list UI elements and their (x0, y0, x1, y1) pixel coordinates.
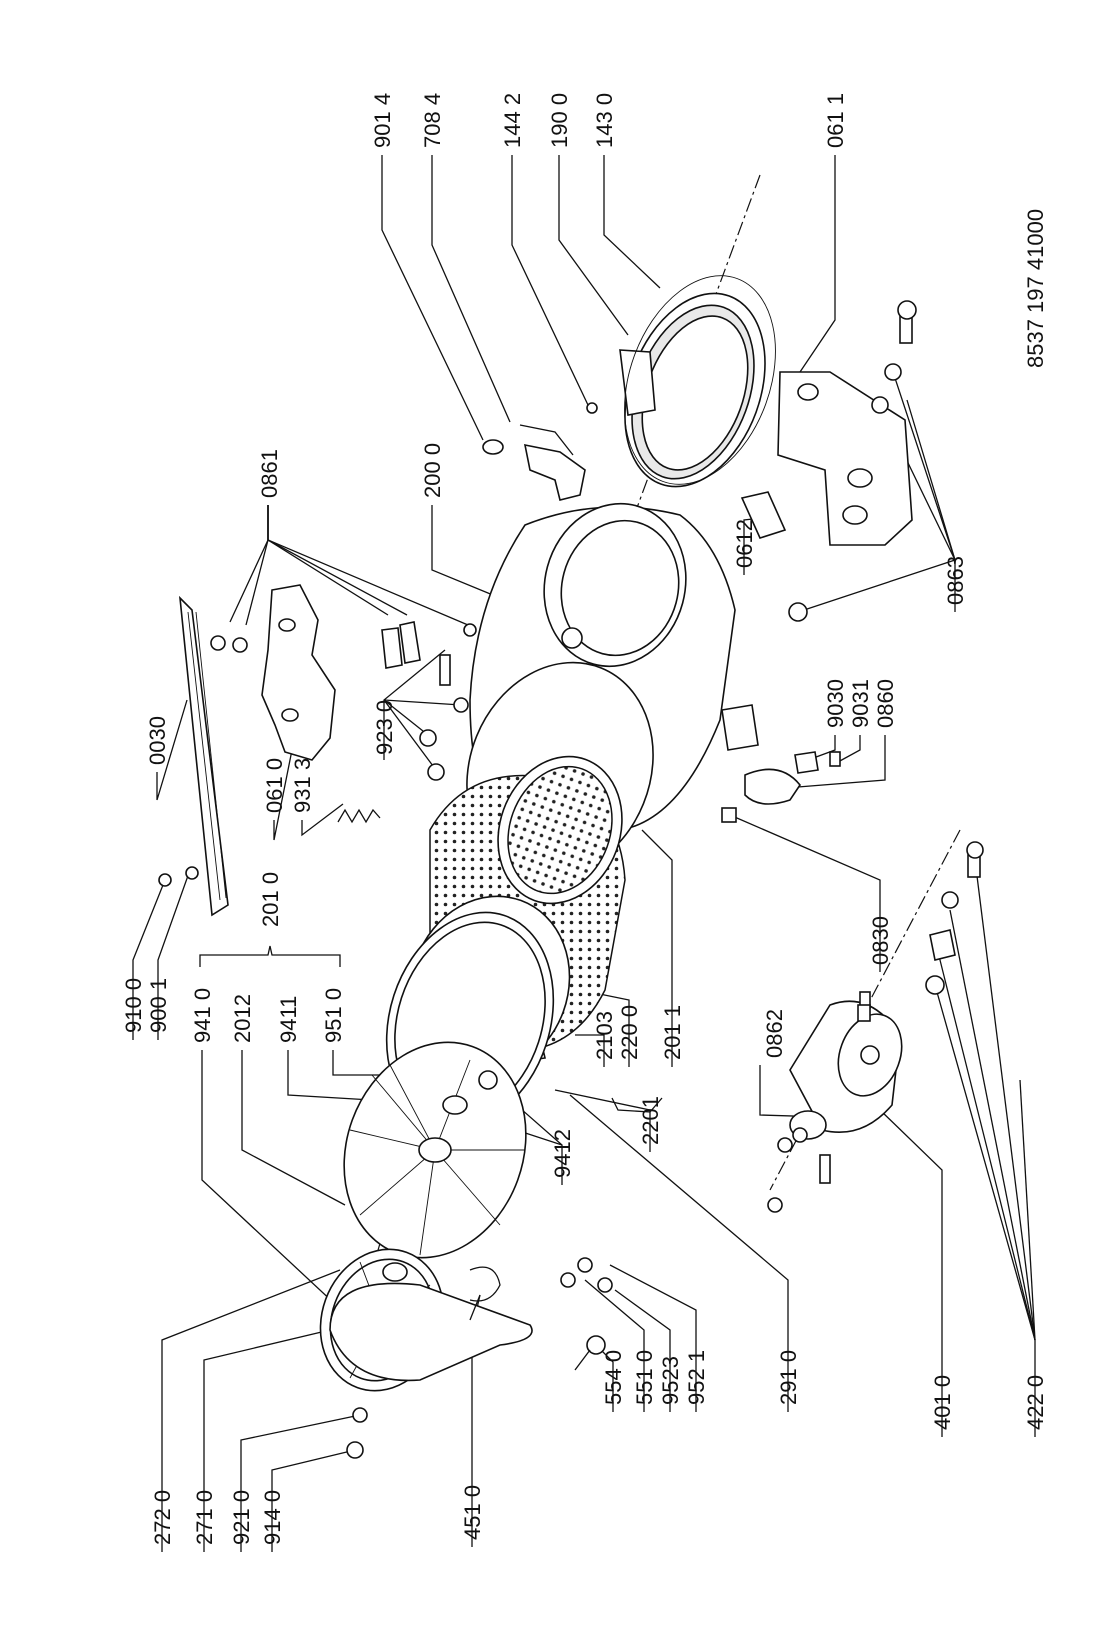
label-0862: 0862 (762, 1009, 787, 1058)
label-9411: 9411 (276, 996, 301, 1043)
label-1900: 190 0 (547, 93, 572, 148)
hose-parts (482, 402, 598, 501)
ring-1430 (624, 275, 776, 485)
label-2000: 200 0 (420, 443, 445, 498)
brackets-0861 (381, 621, 477, 669)
label-0861: 0861 (257, 449, 282, 498)
label-7084: 708 4 (420, 93, 445, 148)
belt-2710 (329, 1282, 533, 1382)
small-items-9030-0860 (721, 751, 841, 823)
clamp-4510 (469, 1266, 501, 1321)
label-9510: 951 0 (321, 988, 346, 1043)
washer-nut-9210-9140 (346, 1407, 368, 1459)
drawing-number: 8537 197 41000 (1023, 209, 1048, 368)
counterweight-0611 (777, 371, 913, 546)
label-0860: 0860 (873, 679, 898, 728)
screws-4220 (857, 841, 984, 1022)
spring-9313 (337, 808, 381, 824)
label-9031: 9031 (848, 679, 873, 728)
bolts-0863 (788, 300, 917, 622)
label-2010: 201 0 (258, 872, 283, 927)
label-9014: 901 4 (370, 93, 395, 148)
top-rail-0030 (158, 595, 229, 917)
label-9410: 941 0 (190, 988, 215, 1043)
door-seal-1900 (619, 292, 766, 488)
bushings (560, 1257, 613, 1371)
label-1442: 144 2 (500, 93, 525, 148)
brace-2201 (611, 1097, 663, 1113)
bracket-0612 (740, 491, 787, 539)
label-0611: 061 1 (823, 93, 848, 148)
label-1430: 143 0 (592, 93, 617, 148)
screws-9230 (419, 654, 469, 781)
label-9313: 931 3 (290, 758, 315, 813)
brace-2010 (199, 945, 341, 967)
label-9030: 9030 (823, 679, 848, 728)
counterweight-0610 (210, 584, 336, 761)
motor-mount-0862 (767, 1127, 808, 1213)
label-0030: 0030 (145, 716, 170, 765)
motor-4010 (789, 991, 903, 1184)
label-2012: 2012 (230, 994, 255, 1043)
label-0610: 061 0 (262, 758, 287, 813)
rear-tub-2012 (343, 1041, 527, 1259)
